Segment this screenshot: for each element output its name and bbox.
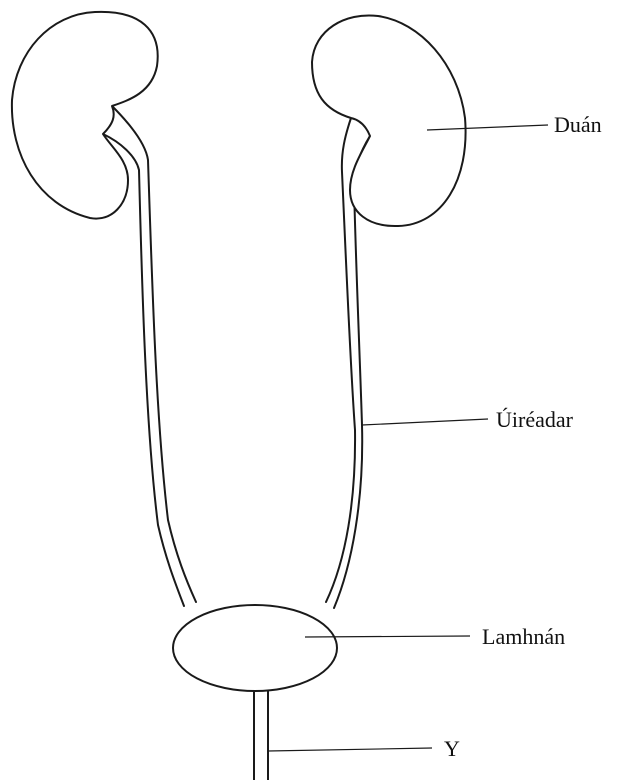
ureter-label: Úiréadar xyxy=(496,407,574,432)
bladder xyxy=(173,605,337,691)
kidney-label: Duán xyxy=(554,112,602,137)
ureter-leader-line xyxy=(362,419,488,425)
right-kidney xyxy=(312,15,466,226)
urethra-label: Y xyxy=(444,736,460,761)
urethra-leader-line xyxy=(268,748,432,751)
urethra xyxy=(254,688,268,780)
left-kidney xyxy=(12,12,158,219)
bladder-label: Lamhnán xyxy=(482,624,565,649)
